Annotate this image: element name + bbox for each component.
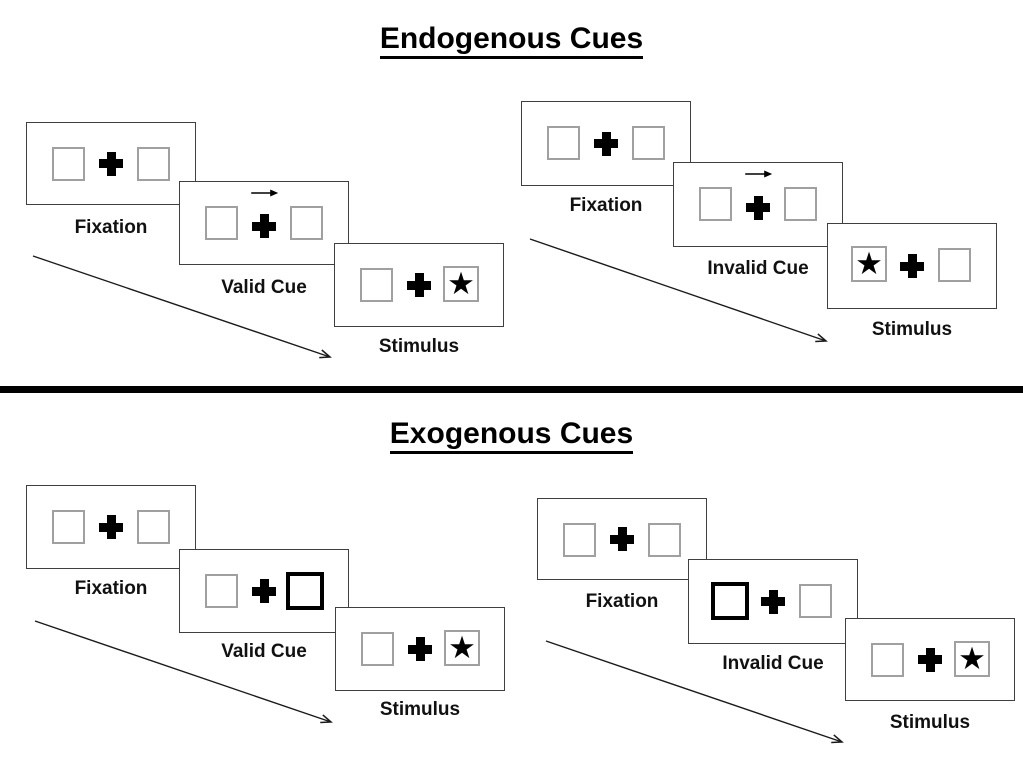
star-box: ★ xyxy=(444,630,480,666)
step-label-fixation: Fixation xyxy=(585,591,659,612)
invalid-cue-panel xyxy=(673,162,843,247)
right-placeholder-box xyxy=(137,510,170,544)
step-label-fixation: Fixation xyxy=(74,217,148,238)
cue-highlight-box xyxy=(711,582,749,620)
right-placeholder-box xyxy=(632,126,665,160)
step-label-stimulus: Stimulus xyxy=(379,699,461,720)
left-placeholder-box xyxy=(699,187,732,221)
left-placeholder-box xyxy=(52,510,85,544)
cue-highlight-box xyxy=(286,572,324,610)
step-label-valid-cue: Valid Cue xyxy=(221,277,307,298)
section-title-endogenous: Endogenous Cues xyxy=(0,22,1023,59)
star-box: ★ xyxy=(443,266,479,302)
section-title-text: Endogenous Cues xyxy=(379,22,644,59)
left-placeholder-box xyxy=(563,523,596,557)
star-icon: ★ xyxy=(448,629,476,665)
star-box: ★ xyxy=(954,641,990,677)
fixation-cross-icon xyxy=(407,273,431,297)
fixation-panel xyxy=(26,485,196,569)
timeline-arrow xyxy=(34,620,333,724)
star-box: ★ xyxy=(851,246,887,282)
timeline-arrow xyxy=(32,255,332,359)
fixation-cross-icon xyxy=(746,195,770,220)
left-placeholder-box xyxy=(205,574,238,608)
fixation-cross-icon xyxy=(761,589,785,614)
right-placeholder-box xyxy=(648,523,681,557)
star-icon: ★ xyxy=(447,265,475,301)
section-title-exogenous: Exogenous Cues xyxy=(0,417,1023,454)
step-label-fixation: Fixation xyxy=(569,195,643,216)
step-label-stimulus: Stimulus xyxy=(871,319,953,340)
left-placeholder-box xyxy=(205,206,238,240)
fixation-cross-icon xyxy=(408,637,432,661)
fixation-panel xyxy=(537,498,707,580)
right-placeholder-box xyxy=(799,584,832,618)
step-label-stimulus: Stimulus xyxy=(889,712,971,733)
right-arrow-icon xyxy=(745,170,773,178)
timeline-arrow xyxy=(529,238,828,343)
right-placeholder-box xyxy=(784,187,817,221)
valid-cue-panel xyxy=(179,549,349,633)
left-placeholder-box xyxy=(547,126,580,160)
right-arrow-icon xyxy=(251,189,279,197)
fixation-cross-icon xyxy=(900,254,924,278)
stimulus-panel: ★ xyxy=(335,607,505,691)
left-placeholder-box xyxy=(871,643,904,677)
fixation-panel xyxy=(26,122,196,205)
stimulus-panel: ★ xyxy=(334,243,504,327)
stimulus-panel: ★ xyxy=(845,618,1015,701)
step-label-stimulus: Stimulus xyxy=(378,336,460,357)
fixation-cross-icon xyxy=(99,151,123,176)
fixation-cross-icon xyxy=(594,131,618,156)
fixation-cross-icon xyxy=(610,527,634,551)
fixation-cross-icon xyxy=(252,214,276,239)
section-divider xyxy=(0,386,1023,393)
fixation-panel xyxy=(521,101,691,186)
valid-cue-panel xyxy=(179,181,349,265)
left-placeholder-box xyxy=(52,147,85,181)
section-title-text: Exogenous Cues xyxy=(389,417,634,454)
right-placeholder-box xyxy=(938,248,971,282)
fixation-cross-icon xyxy=(99,515,123,539)
fixation-cross-icon xyxy=(918,647,942,672)
invalid-cue-panel xyxy=(688,559,858,644)
left-placeholder-box xyxy=(360,268,393,302)
star-icon: ★ xyxy=(958,640,986,676)
fixation-cross-icon xyxy=(252,579,276,603)
star-icon: ★ xyxy=(855,245,883,281)
step-label-fixation: Fixation xyxy=(74,578,148,599)
stimulus-panel: ★ xyxy=(827,223,997,309)
right-placeholder-box xyxy=(137,147,170,181)
step-label-invalid-cue: Invalid Cue xyxy=(722,653,824,674)
step-label-valid-cue: Valid Cue xyxy=(221,641,307,662)
step-label-invalid-cue: Invalid Cue xyxy=(707,258,809,279)
left-placeholder-box xyxy=(361,632,394,666)
right-placeholder-box xyxy=(290,206,323,240)
